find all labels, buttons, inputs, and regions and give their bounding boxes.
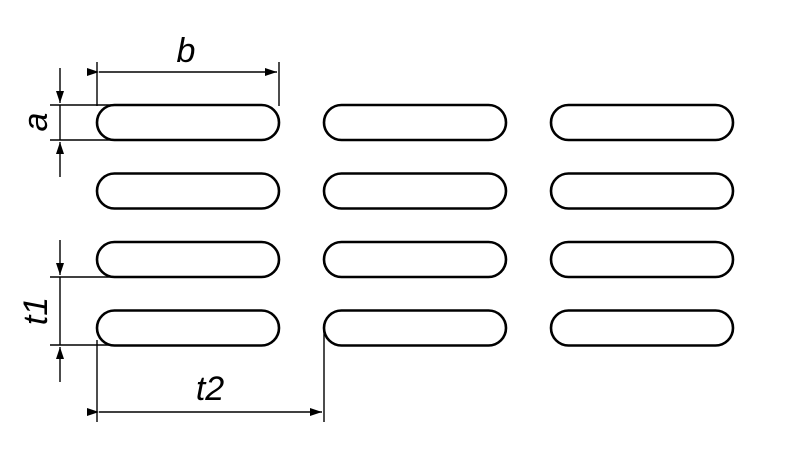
slot-r2-c2 xyxy=(322,172,508,210)
slot-r4-c3 xyxy=(549,309,735,347)
slot-r1-c2 xyxy=(322,103,508,142)
slot-r4-c2 xyxy=(322,309,508,347)
dimension-t2: t2 xyxy=(87,325,325,422)
dimension-b: b xyxy=(87,32,280,106)
slot-r3-c1 xyxy=(95,240,281,279)
slot-grid xyxy=(95,103,735,347)
dimension-label-b: b xyxy=(177,32,196,70)
slot-r2-c3 xyxy=(549,172,735,210)
slot-r4-c1 xyxy=(95,309,281,347)
slot-r2-c1 xyxy=(95,172,281,210)
slot-r3-c2 xyxy=(322,240,508,279)
slot-r1-c3 xyxy=(549,103,735,142)
slot-r1-c1 xyxy=(95,103,281,142)
dimension-label-t2: t2 xyxy=(196,370,224,408)
dimension-label-t1: t1 xyxy=(17,297,55,325)
dimension-a: a xyxy=(17,68,112,177)
dimension-t1: t1 xyxy=(17,240,112,382)
dimension-label-a: a xyxy=(17,113,55,132)
slot-r3-c3 xyxy=(549,240,735,279)
